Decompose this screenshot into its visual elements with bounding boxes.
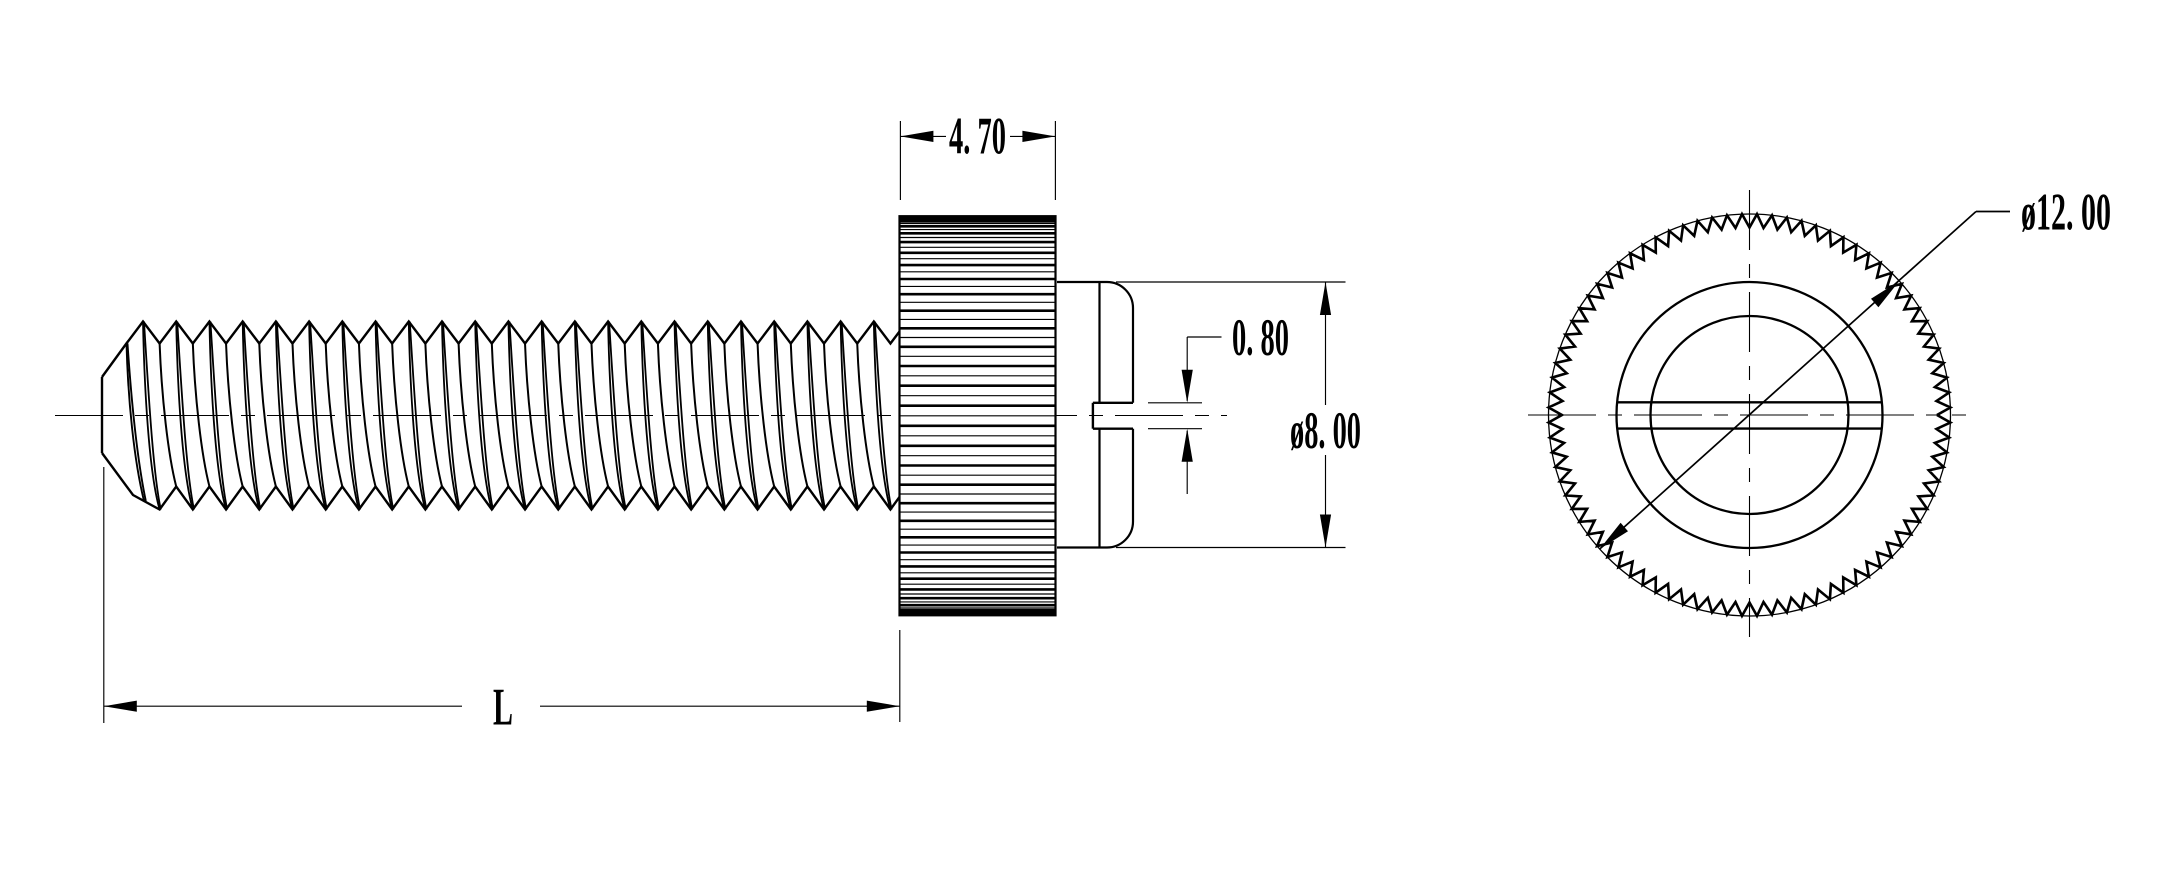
svg-text:L: L [493,679,513,737]
svg-text:ø8. 00: ø8. 00 [1290,402,1361,460]
svg-text:4. 70: 4. 70 [949,108,1006,166]
svg-text:ø12. 00: ø12. 00 [2021,184,2111,242]
svg-text:0. 80: 0. 80 [1232,309,1289,367]
